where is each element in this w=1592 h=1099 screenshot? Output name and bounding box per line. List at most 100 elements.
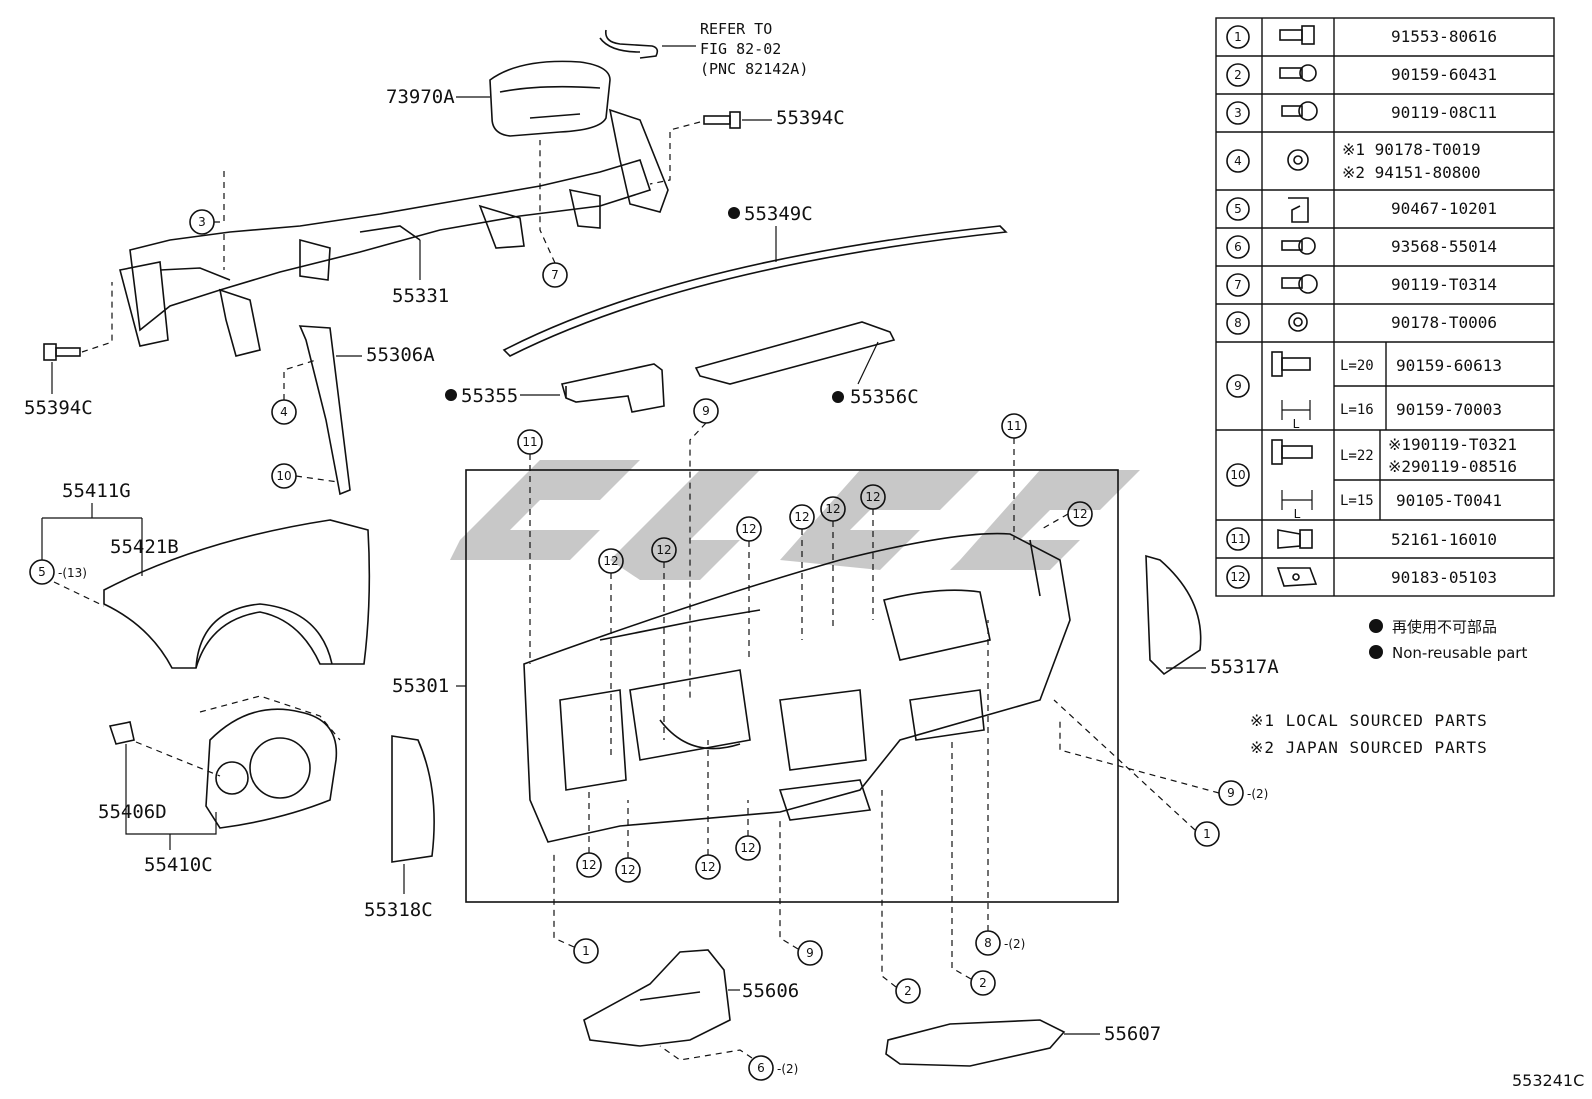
flange-bolt-icon (1271, 351, 1311, 420)
callout-12-h: 12 (576, 852, 602, 878)
svg-text:L=15: L=15 (1340, 493, 1374, 509)
svg-text:2: 2 (1234, 68, 1242, 82)
airbag-module-73970a (489, 60, 611, 137)
svg-text:10: 10 (1230, 468, 1245, 482)
svg-text:11: 11 (1230, 532, 1245, 546)
bolt-icon (1281, 101, 1318, 121)
label-55410c: 55410C (144, 854, 213, 876)
svg-text:4: 4 (280, 405, 288, 419)
label-73970a: 73970A (386, 86, 455, 108)
label-55306a: 55306A (366, 344, 435, 366)
table-row: 12 90183-05103 (1226, 565, 1497, 589)
label-55349c: 55349C (744, 203, 813, 225)
svg-text:9: 9 (806, 946, 814, 960)
bolt-icon (1281, 274, 1318, 294)
label-55394c-left: 55394C (24, 397, 93, 419)
svg-text:52161-16010: 52161-16010 (1391, 530, 1497, 549)
svg-text:10: 10 (276, 469, 291, 483)
svg-text:12: 12 (741, 522, 756, 536)
svg-text:9: 9 (702, 404, 710, 418)
side-cover-55317a (1145, 554, 1202, 676)
label-55301: 55301 (392, 675, 449, 697)
callout-7: 7 (542, 262, 568, 288)
screw-icon (1281, 237, 1316, 255)
svg-text:5: 5 (1234, 202, 1242, 216)
svg-text:12: 12 (865, 490, 880, 504)
svg-text:L: L (1294, 507, 1301, 521)
svg-text:※2 94151-80800: ※2 94151-80800 (1342, 163, 1481, 182)
label-55607: 55607 (1104, 1023, 1161, 1045)
svg-text:90159-70003: 90159-70003 (1396, 400, 1502, 419)
label-55421b: 55421B (110, 536, 179, 558)
svg-text:12: 12 (620, 863, 635, 877)
svg-text:L=16: L=16 (1340, 402, 1374, 418)
callout-2-a: 2 (895, 978, 921, 1004)
callout-9-right-qty: -(2) (1247, 787, 1268, 801)
duct-55355 (560, 363, 665, 413)
svg-text:11: 11 (522, 435, 537, 449)
svg-text:7: 7 (551, 268, 559, 282)
svg-text:12: 12 (794, 510, 809, 524)
svg-text:6: 6 (1234, 240, 1242, 254)
callout-3: 3 (189, 209, 215, 235)
refer-line3: (PNC 82142A) (700, 60, 808, 78)
svg-text:3: 3 (198, 215, 206, 229)
callout-12-k: 12 (735, 835, 761, 861)
svg-text:12: 12 (740, 841, 755, 855)
callout-4: 4 (271, 399, 297, 425)
reinforcement-55331 (119, 108, 669, 357)
svg-text:※190119-T0321: ※190119-T0321 (1388, 435, 1517, 454)
note-local: ※1 LOCAL SOURCED PARTS (1250, 711, 1488, 730)
callout-12-c: 12 (736, 516, 762, 542)
table-row: 4 ※1 90178-T0019 ※2 94151-80800 (1226, 140, 1481, 182)
watermark-logo (450, 460, 1140, 580)
side-panel-55318c (391, 735, 435, 863)
callout-12-j: 12 (695, 854, 721, 880)
spring-nut-icon (1276, 567, 1318, 587)
callout-12-i: 12 (615, 857, 641, 883)
table-row: 2 90159-60431 (1226, 63, 1497, 87)
callout-11-right: 11 (1001, 413, 1027, 439)
svg-text:9: 9 (1227, 786, 1235, 800)
label-55318c: 55318C (364, 899, 433, 921)
svg-text:12: 12 (603, 554, 618, 568)
svg-text:12: 12 (581, 858, 596, 872)
refer-line2: FIG 82-02 (700, 40, 781, 58)
cluster-panel-55421b (103, 519, 371, 669)
svg-text:1: 1 (1203, 827, 1211, 841)
instrument-panel-55301 (523, 532, 1071, 843)
label-55606: 55606 (742, 980, 799, 1002)
svg-text:L=22: L=22 (1340, 448, 1374, 464)
svg-text:90183-05103: 90183-05103 (1391, 568, 1497, 587)
callout-1-right: 1 (1194, 821, 1220, 847)
clip-icon (1288, 197, 1309, 223)
svg-text:11: 11 (1006, 419, 1021, 433)
callout-9-right: 9 (1218, 780, 1244, 806)
svg-text:12: 12 (1230, 570, 1245, 584)
callout-6: 6 (748, 1055, 774, 1081)
label-55356c: 55356C (850, 386, 919, 408)
svg-text:90159-60613: 90159-60613 (1396, 356, 1502, 375)
table-row: 1 91553-80616 (1226, 25, 1497, 49)
svg-text:93568-55014: 93568-55014 (1391, 237, 1497, 256)
callout-9-bottom: 9 (797, 940, 823, 966)
svg-text:12: 12 (656, 543, 671, 557)
bolt-55394c-left-icon (43, 343, 81, 361)
callout-11-left: 11 (517, 429, 543, 455)
table-row: 8 90178-T0006 (1226, 311, 1497, 335)
callout-10: 10 (271, 463, 297, 489)
parts-table (1215, 17, 1555, 597)
callout-9-top: 9 (693, 398, 719, 424)
svg-text:3: 3 (1234, 106, 1242, 120)
svg-text:8: 8 (1234, 316, 1242, 330)
callout-1-bottom: 1 (573, 938, 599, 964)
svg-text:6: 6 (757, 1061, 765, 1075)
nut-icon (1288, 312, 1308, 332)
bracket-55306a (298, 325, 351, 496)
clip-pin-icon (1277, 529, 1313, 549)
svg-text:91553-80616: 91553-80616 (1391, 27, 1497, 46)
garnish-55349c (502, 225, 1008, 357)
note-japan: ※2 JAPAN SOURCED PARTS (1250, 738, 1488, 757)
svg-text:9: 9 (1234, 379, 1242, 393)
